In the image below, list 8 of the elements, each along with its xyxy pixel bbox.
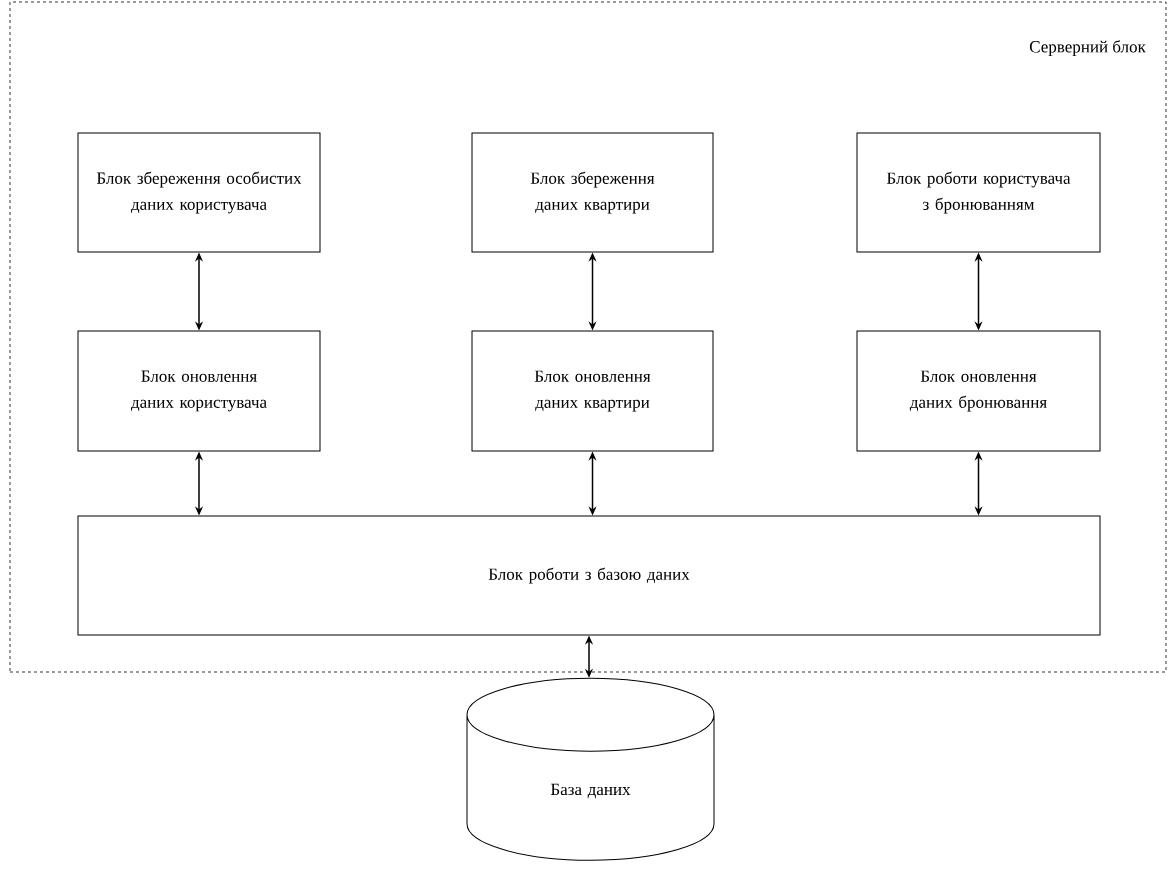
process-box: Блок оновлення даних квартири xyxy=(471,330,714,452)
process-box: Блок збереження особистих даних користувача xyxy=(77,132,321,253)
process-box: Блок оновлення даних користувача xyxy=(77,330,321,452)
process-box: Блок оновлення даних бронювання xyxy=(856,330,1101,452)
process-box: Блок роботи користувача з бронюванням xyxy=(856,132,1101,253)
process-box: Блок збереження даних квартири xyxy=(471,132,714,253)
database-cylinder: База даних xyxy=(466,677,715,861)
process-box: Блок роботи з базою даних xyxy=(77,515,1101,636)
